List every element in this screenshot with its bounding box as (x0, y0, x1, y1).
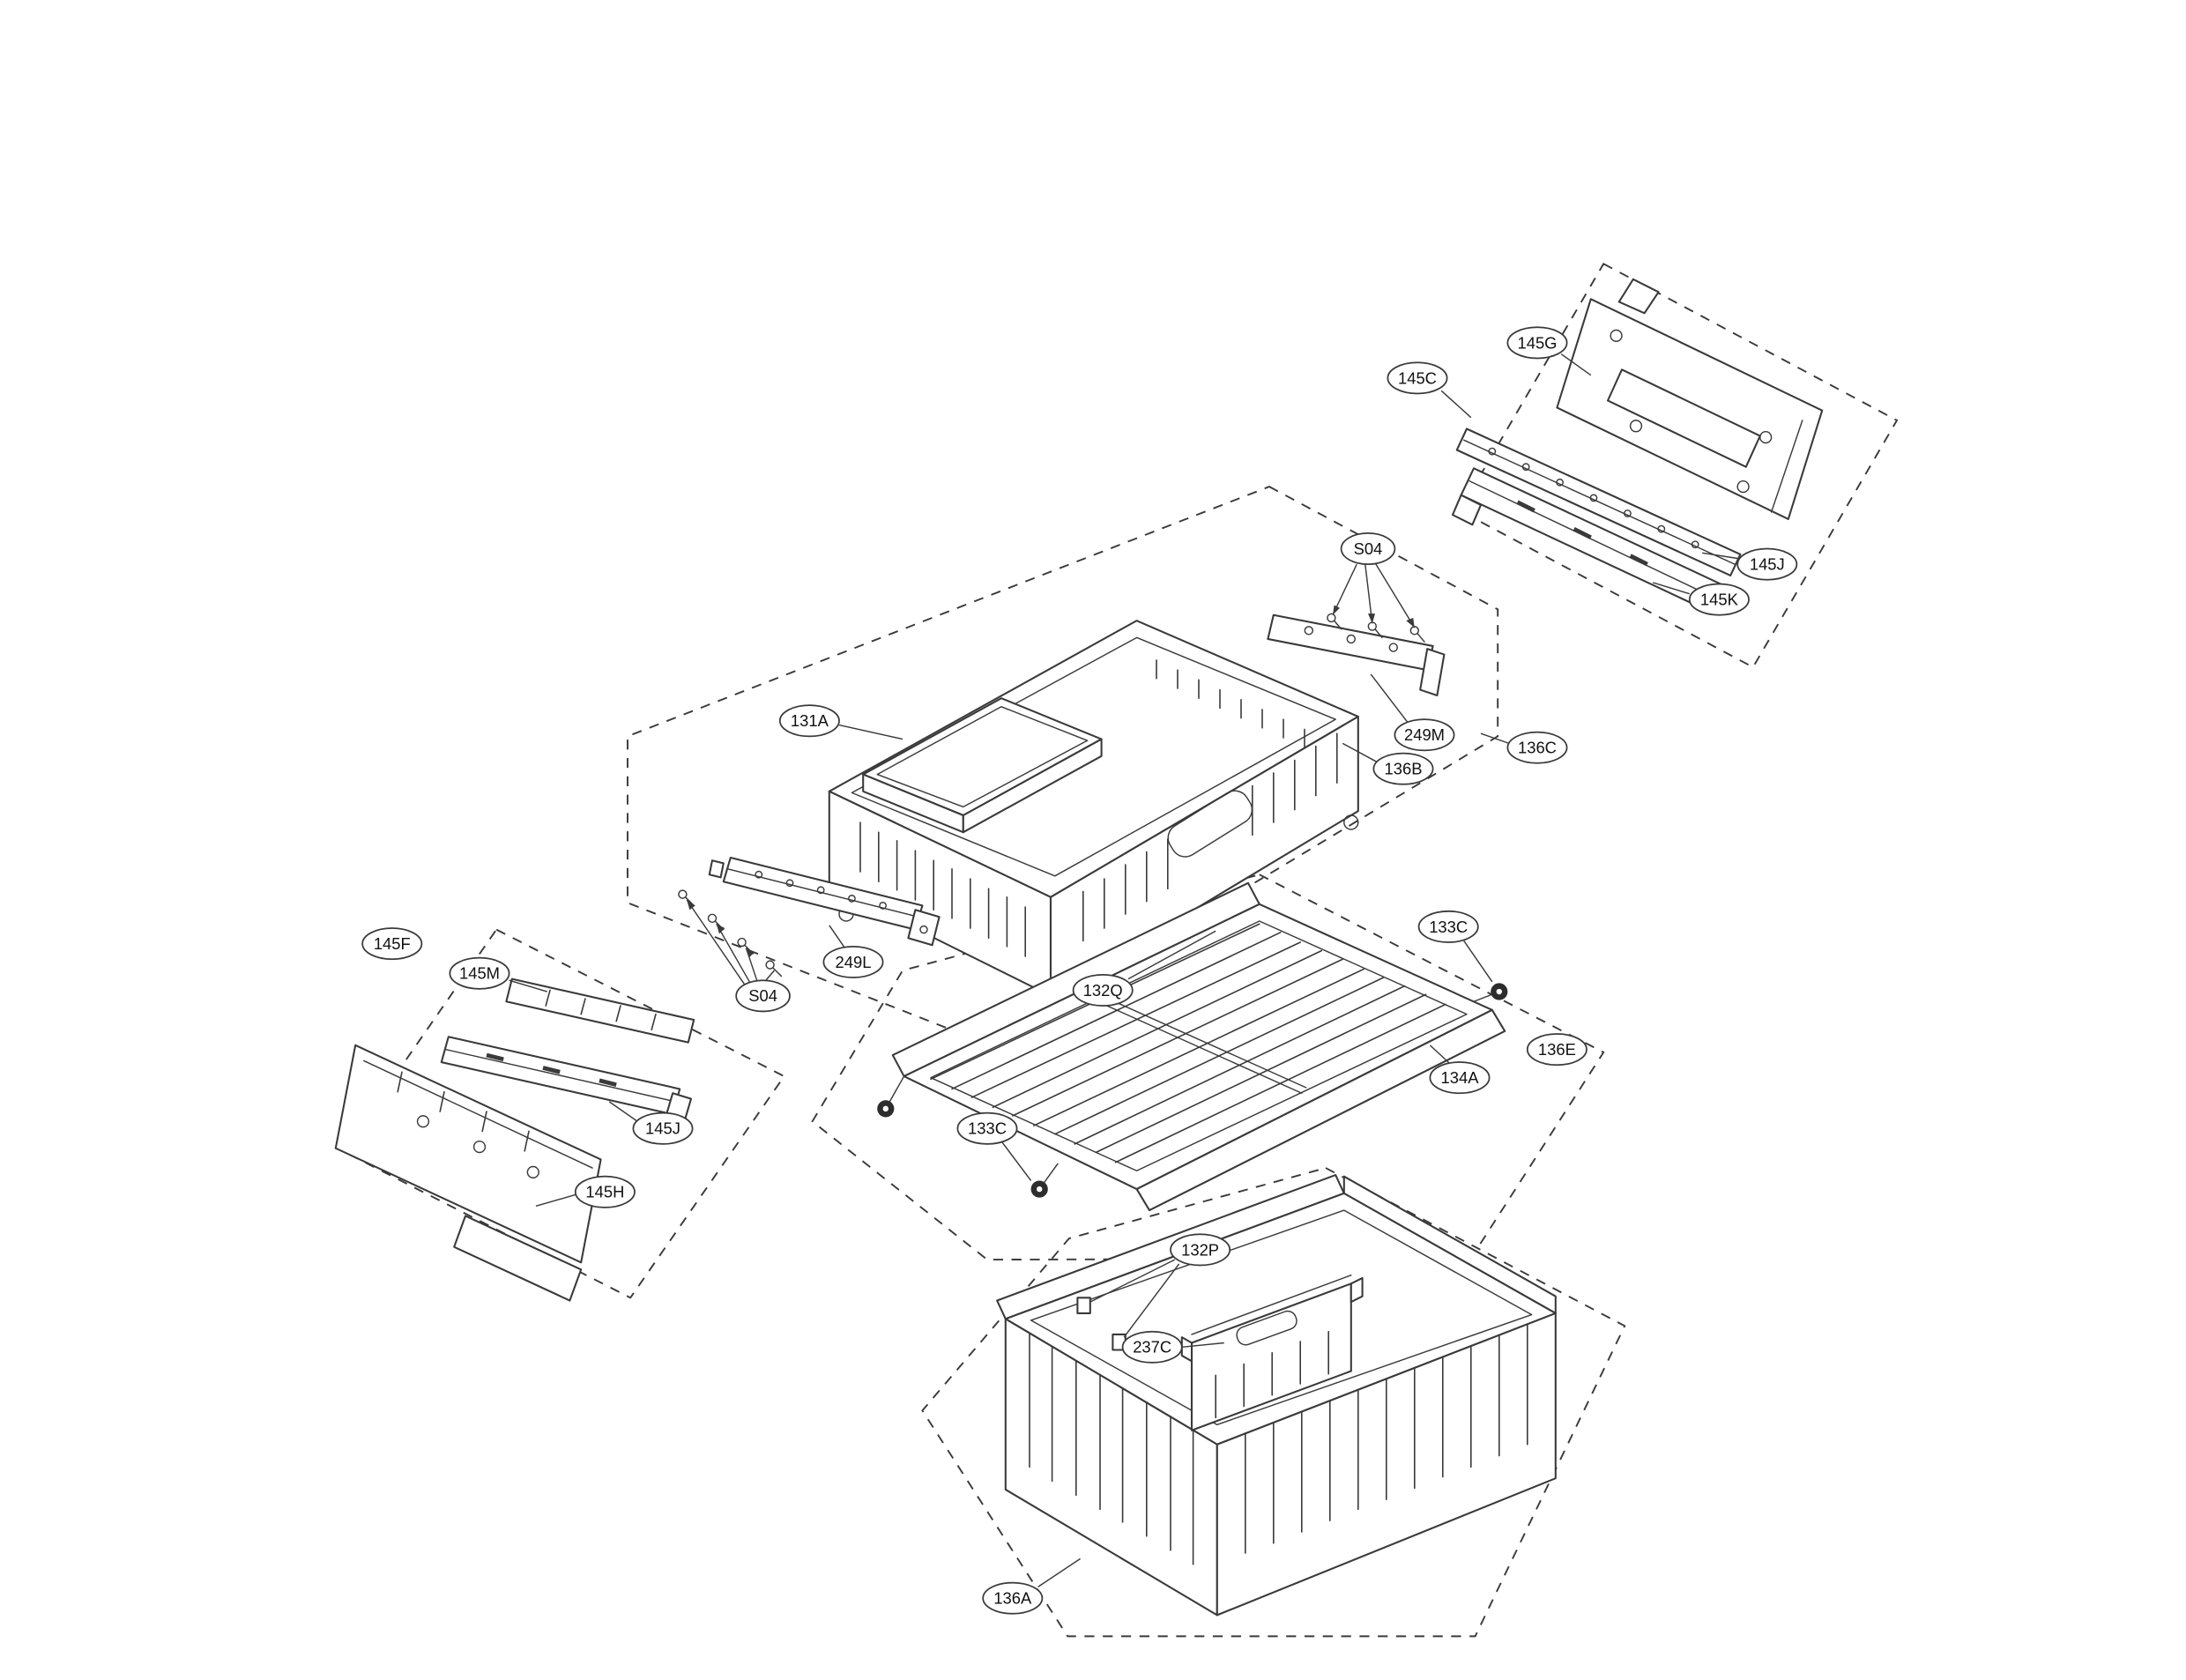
shelf-front-rail (1135, 1008, 1506, 1212)
part-label-249M: 249M (1370, 673, 1455, 752)
part-label-145M: 145M (449, 956, 548, 992)
drawer-rail-145J-right (1455, 427, 1742, 576)
mounting-bracket-145G (1556, 278, 1824, 520)
svg-text:249M: 249M (1404, 725, 1445, 744)
svg-text:S04: S04 (1354, 539, 1383, 558)
zone-upper-basket-boundary (627, 486, 1499, 1045)
part-label-133C-right: 133C (1417, 910, 1493, 983)
drawer-rail-145M (505, 978, 695, 1044)
svg-text:145F: 145F (374, 934, 411, 953)
part-label-133C-left: 133C (956, 1111, 1032, 1181)
part-label-145K: 145K (1652, 582, 1750, 616)
drawer-rail-249L (708, 856, 941, 947)
svg-text:145K: 145K (1700, 591, 1739, 609)
wire-shelf-134A (903, 903, 1493, 1191)
divider-237C (1180, 1274, 1364, 1431)
part-label-136A: 136A (982, 1557, 1081, 1615)
wire-shelf-assembly (877, 881, 1508, 1212)
part-label-132P: 132P (1089, 1233, 1231, 1338)
svg-text:145G: 145G (1518, 333, 1558, 352)
svg-text:131A: 131A (791, 711, 829, 730)
part-label-132Q: 132Q (1072, 930, 1216, 1007)
divider-handle-cutout (1236, 1310, 1297, 1346)
zone-lower-basket-boundary (921, 1167, 1626, 1638)
lower-basket-assembly (996, 1174, 1557, 1617)
upper-basket-assembly (678, 613, 1446, 1015)
zone-wire-shelf-boundary (811, 873, 1605, 1261)
rail-bracket-249M (1267, 613, 1446, 697)
part-label-s04-top: S04 (1332, 532, 1416, 628)
part-label-145C: 145C (1387, 361, 1472, 419)
part-label-145G: 145G (1506, 326, 1592, 376)
svg-text:237C: 237C (1133, 1338, 1171, 1357)
part-label-145J-right: 145J (1702, 547, 1798, 581)
svg-text:249L: 249L (836, 953, 872, 971)
mounting-bracket-145H (334, 1044, 602, 1302)
right-rail-assembly (1451, 278, 1824, 612)
part-label-131A: 131A (778, 704, 903, 740)
svg-text:136A: 136A (993, 1589, 1032, 1608)
basket-slots (1029, 1323, 1528, 1565)
part-label-136B: 136B (1342, 742, 1434, 785)
svg-text:132Q: 132Q (1083, 981, 1123, 1000)
part-label-s04-left: S04 (686, 899, 791, 1013)
svg-text:145J: 145J (1750, 555, 1785, 574)
zone-left-rail-boundary (341, 928, 786, 1299)
part-label-237C: 237C (1121, 1330, 1224, 1364)
part-label-249L: 249L (822, 925, 884, 978)
svg-text:S04: S04 (748, 986, 777, 1005)
left-rail-assembly (334, 978, 695, 1302)
zone-boundaries (341, 262, 1899, 1638)
svg-text:133C: 133C (968, 1119, 1007, 1138)
svg-text:145J: 145J (645, 1119, 680, 1138)
basket-handle-cutout (1167, 790, 1253, 858)
rollers-133C (877, 983, 1508, 1198)
svg-text:136E: 136E (1538, 1040, 1576, 1059)
svg-text:132P: 132P (1181, 1240, 1219, 1259)
basket-slots (859, 659, 1338, 957)
part-label-145J-left: 145J (608, 1101, 694, 1145)
part-label-145H: 145H (535, 1175, 636, 1208)
part-label-136E: 136E (1526, 1033, 1587, 1067)
svg-text:136C: 136C (1518, 739, 1557, 757)
inner-tray-131A (862, 697, 1103, 834)
svg-text:133C: 133C (1429, 918, 1468, 936)
svg-text:145M: 145M (459, 964, 500, 983)
part-label-136C: 136C (1480, 731, 1568, 764)
zone-right-rail-boundary (1458, 262, 1899, 669)
svg-text:145C: 145C (1398, 368, 1437, 387)
part-labels: S04 145C 145G 145J 145K 131A (361, 326, 1798, 1615)
svg-text:145H: 145H (585, 1183, 624, 1201)
part-label-145F: 145F (361, 927, 423, 961)
svg-text:134A: 134A (1441, 1068, 1480, 1087)
svg-text:136B: 136B (1385, 760, 1423, 778)
part-label-134A: 134A (1429, 1044, 1491, 1095)
